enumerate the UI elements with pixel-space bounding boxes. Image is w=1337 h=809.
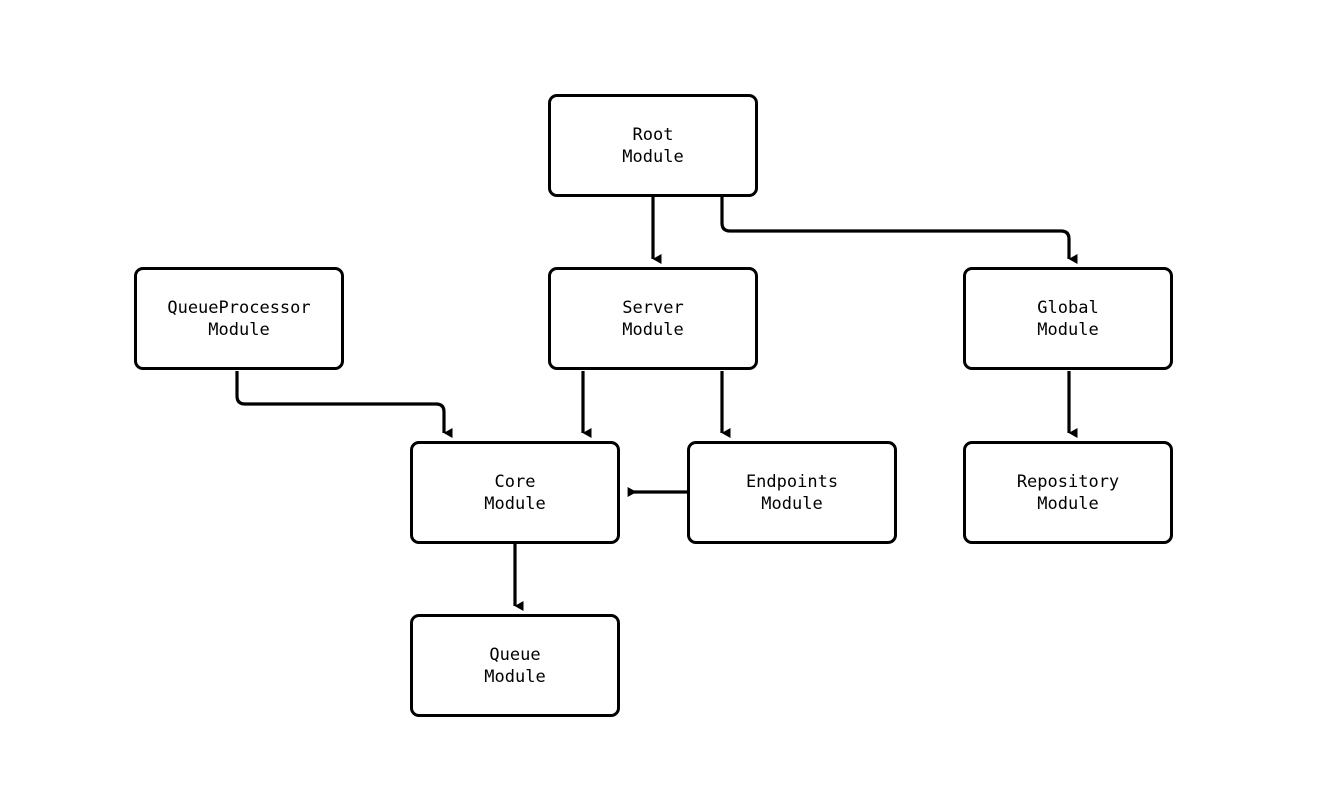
node-endpoints-module-label: Endpoints Module <box>745 471 839 514</box>
node-root-module[interactable]: Root Module <box>548 94 758 197</box>
node-repository-module[interactable]: Repository Module <box>963 441 1173 544</box>
node-queue-module[interactable]: Queue Module <box>410 614 620 717</box>
node-server-module[interactable]: Server Module <box>548 267 758 370</box>
edge-root-to-global <box>720 197 1078 264</box>
edge-queueprocessor-to-core <box>235 371 453 438</box>
node-root-module-label: Root Module <box>622 124 684 167</box>
node-core-module[interactable]: Core Module <box>410 441 620 544</box>
node-queue-module-label: Queue Module <box>484 644 546 687</box>
node-global-module-label: Global Module <box>1037 297 1099 340</box>
node-server-module-label: Server Module <box>622 297 684 340</box>
node-repository-module-label: Repository Module <box>1016 471 1120 514</box>
node-core-module-label: Core Module <box>484 471 546 514</box>
node-queueprocessor-module-label: QueueProcessor Module <box>167 297 311 340</box>
node-global-module[interactable]: Global Module <box>963 267 1173 370</box>
node-queueprocessor-module[interactable]: QueueProcessor Module <box>134 267 344 370</box>
node-endpoints-module[interactable]: Endpoints Module <box>687 441 897 544</box>
